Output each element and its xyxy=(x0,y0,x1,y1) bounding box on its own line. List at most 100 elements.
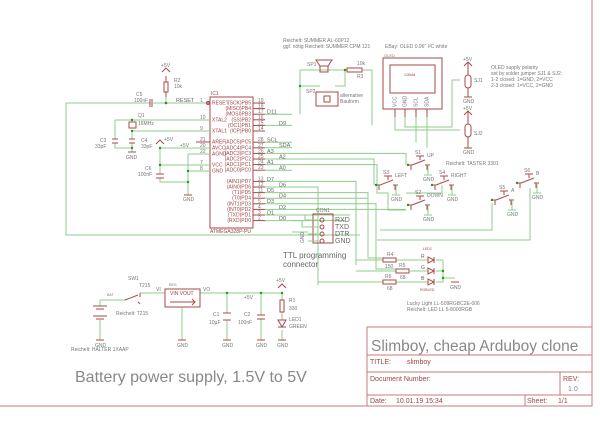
c5-value: 100nF xyxy=(134,98,148,104)
r3-value: 10k xyxy=(357,61,366,67)
ic1-pin-name: (SCK)PB5 xyxy=(228,101,251,107)
ic1-pin-name: (T0)PD4 xyxy=(232,196,251,202)
c3-value: 33pF xyxy=(95,144,106,150)
reset-net-label: RESET xyxy=(176,98,195,104)
rgb-gnd: GND xyxy=(450,285,462,291)
oled-display-size: 128x64 xyxy=(404,73,416,77)
title-label: TITLE: xyxy=(370,359,391,366)
ic1-pin-number: 22 xyxy=(200,149,206,155)
bat-gnd: GND xyxy=(95,343,107,349)
net-label-d1: D1 xyxy=(267,210,274,216)
sw1-note: Reichelt: T215 xyxy=(116,311,148,317)
oled-module: EBay: OLED 0.96" I²C white 128x64 OLED V… xyxy=(382,44,562,156)
net-label-a1: A1 xyxy=(267,160,274,166)
led1-gnd: GND xyxy=(277,343,289,349)
title-heading: Slimboy, cheap Arduboy clone xyxy=(371,338,578,355)
title-value: slimboy xyxy=(407,359,431,366)
sw1-ref: SW1 xyxy=(128,276,139,282)
ttl-connector: CON1 RXD TXD DTR GND GND TTL programming… xyxy=(283,208,351,269)
date-label: Date: xyxy=(370,398,387,405)
ic1-pin-number: 3 xyxy=(258,210,261,216)
junction xyxy=(515,181,519,185)
button-label: UP xyxy=(427,153,435,159)
rgb-led-circuit: LED2 RGBLED R G B R4 150 R5 68 R6 68 GND… xyxy=(318,247,480,313)
net-label-a0: A0 xyxy=(279,166,286,172)
junction xyxy=(430,183,434,187)
ic1-pin-name: (ICP)PB0 xyxy=(230,129,251,135)
ic1-pin-name: XTAL1 xyxy=(212,129,227,135)
c4-ref: C4 xyxy=(141,138,148,144)
supply-net: +5V xyxy=(244,295,254,301)
speaker-note-2: ggf. nötig Reichelt: SUMMER CPM 121 xyxy=(283,44,370,50)
bat-ref: BAT xyxy=(107,293,114,297)
ic1-pin-name: (OC1)PB1 xyxy=(228,123,251,129)
avcc-vcc: +5V xyxy=(164,137,174,143)
junction xyxy=(374,183,378,187)
ic1-pin-name: (MISO)PB4 xyxy=(225,106,251,112)
button-ref: S3 xyxy=(383,170,389,176)
c1-gnd: GND xyxy=(222,343,234,349)
ic1-pin-number: 2 xyxy=(258,216,261,222)
net-label-a3: A3 xyxy=(267,149,274,155)
led-color-b: B xyxy=(421,276,425,282)
ic1-pin-number: 12 xyxy=(258,182,264,188)
avcc-net: +5V xyxy=(180,143,190,149)
reg-gnd: GND xyxy=(177,343,189,349)
oled-pin-gnd: GND xyxy=(403,96,409,108)
c6-value: 100nF xyxy=(138,172,152,178)
sj2-vcc: +5V xyxy=(463,106,473,112)
sp2-ref: SP2 xyxy=(306,89,316,95)
ic1-pin-number: 7 xyxy=(200,160,203,166)
ic1-pin-name: (ADC0)PC0 xyxy=(225,168,252,174)
button-label: RIGHT xyxy=(451,173,467,179)
sj1-vcc: +5V xyxy=(463,57,473,63)
r5-ref: R5 xyxy=(399,263,406,269)
con1-pin-dtr: DTR xyxy=(335,231,349,238)
ic1-pin-number: 6 xyxy=(258,193,261,199)
c2-ref: C2 xyxy=(244,312,251,318)
led-color-r: R xyxy=(421,254,425,260)
ic1-pin-name: (ADC4)PC4 xyxy=(225,145,252,151)
power-caption: Battery power supply, 1.5V to 5V xyxy=(75,369,307,386)
ic1-pin-number: 15 xyxy=(258,120,264,126)
con1-gnd: GND xyxy=(300,232,306,244)
c3-ref: C3 xyxy=(100,138,107,144)
sheet-value: 1/1 xyxy=(558,398,568,405)
ic1-pin-number: 27 xyxy=(258,143,264,149)
net-label-d9: D9 xyxy=(279,121,286,127)
gnd-wire xyxy=(533,183,541,194)
reg-ref: REG xyxy=(169,283,177,287)
ic1-pin-name: (ADC5)PC5 xyxy=(225,140,252,146)
sp1-ref: SP1 xyxy=(307,62,317,68)
oled-note-line-1: OLED supply polarity xyxy=(491,65,538,71)
ic1-pin-name: (ADC1)PC1 xyxy=(225,162,252,168)
gnd-wire xyxy=(392,185,400,196)
ic1-pin-number: 4 xyxy=(258,204,261,210)
ic1-pin-number: 21 xyxy=(200,137,206,143)
reg-vi: VI xyxy=(156,287,161,293)
ic1-pin-number: 9 xyxy=(200,126,203,132)
c1-value: 10µF xyxy=(209,320,221,326)
ic1-pin-number: 8 xyxy=(200,166,203,172)
r4-value: 150 xyxy=(385,264,394,270)
r3-ref: R3 xyxy=(357,74,364,80)
oled-note-line-4: 2-3 closed: 1=VCC, 2=GND xyxy=(491,83,553,89)
q1-ref: Q1 xyxy=(138,113,145,119)
net-label-d6: D6 xyxy=(279,182,286,188)
oled-pin-scl: SCL xyxy=(414,97,420,107)
gnd-wire xyxy=(508,200,516,211)
ic1-pin-number: 20 xyxy=(200,143,206,149)
button-ref: S5 xyxy=(499,185,505,191)
ic1-pin-number: 19 xyxy=(258,98,264,104)
con1-pin-txd: TXD xyxy=(335,224,349,231)
ic1-pin-number: 24 xyxy=(258,160,264,166)
date-value: 10.01.19 15:34 xyxy=(396,398,443,405)
